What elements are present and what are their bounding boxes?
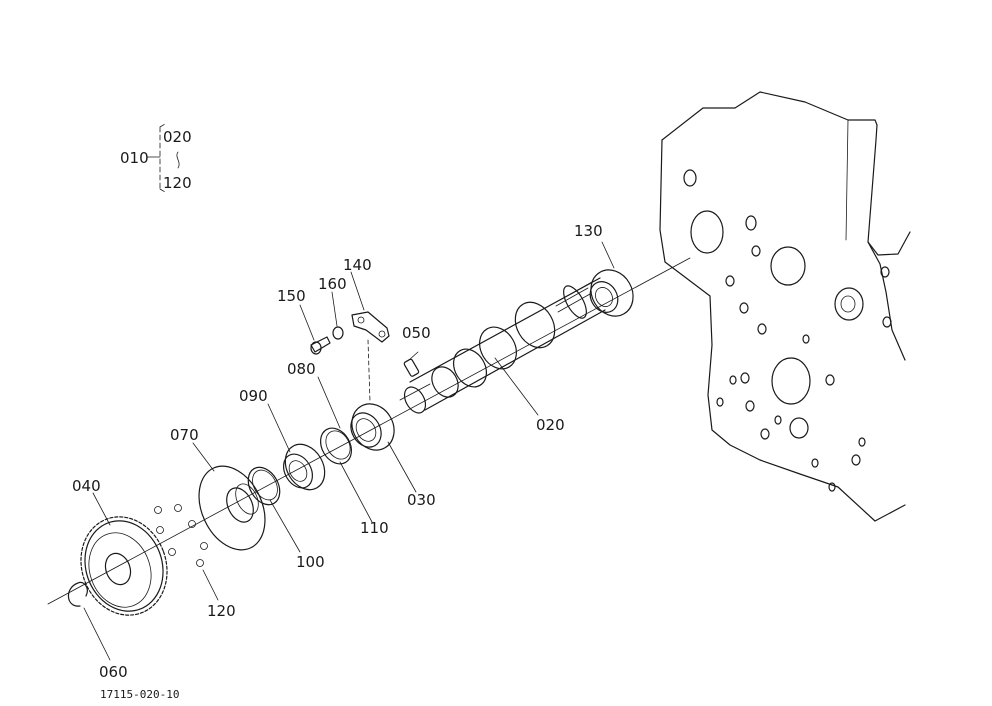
ring-100 bbox=[247, 466, 281, 506]
part-label-070: 070 bbox=[170, 426, 199, 444]
assembly-key-main: 010 bbox=[120, 149, 149, 167]
part-label-100: 100 bbox=[296, 553, 325, 571]
part-label-050: 050 bbox=[402, 324, 431, 342]
part-label-130: 130 bbox=[574, 222, 603, 240]
part-label-160: 160 bbox=[318, 275, 347, 293]
assembly-key: 010 020 120 bbox=[120, 123, 192, 193]
bearing-130 bbox=[589, 269, 634, 317]
part-label-110: 110 bbox=[360, 519, 389, 537]
bearing-030 bbox=[350, 403, 395, 451]
bracket-140 bbox=[351, 311, 390, 343]
key-050 bbox=[403, 358, 420, 377]
figure-id: 17115-020-10 bbox=[100, 688, 179, 701]
balls-120 bbox=[154, 504, 208, 567]
plate-070 bbox=[198, 465, 266, 551]
leader-lines bbox=[83, 241, 615, 661]
part-label-120: 120 bbox=[207, 602, 236, 620]
circlip-060 bbox=[67, 581, 88, 607]
assembly-key-range-end: 120 bbox=[163, 174, 192, 192]
part-label-060: 060 bbox=[99, 663, 128, 681]
part-label-140: 140 bbox=[343, 256, 372, 274]
washer-160 bbox=[332, 326, 344, 340]
part-label-030: 030 bbox=[407, 491, 436, 509]
bolt-150 bbox=[310, 336, 331, 355]
camshaft-020 bbox=[399, 277, 606, 414]
part-labels: 130 140 160 150 050 080 090 020 070 040 … bbox=[72, 222, 603, 681]
part-label-040: 040 bbox=[72, 477, 101, 495]
bracket-guide-line bbox=[367, 339, 371, 403]
part-label-080: 080 bbox=[287, 360, 316, 378]
collar-090 bbox=[282, 443, 326, 491]
snap-ring-080 bbox=[319, 427, 353, 465]
shaft-center-axis bbox=[47, 257, 691, 605]
assembly-key-range-start: 020 bbox=[163, 128, 192, 146]
part-label-150: 150 bbox=[277, 287, 306, 305]
part-label-020: 020 bbox=[536, 416, 565, 434]
part-label-090: 090 bbox=[239, 387, 268, 405]
gear-case-housing bbox=[659, 91, 911, 522]
